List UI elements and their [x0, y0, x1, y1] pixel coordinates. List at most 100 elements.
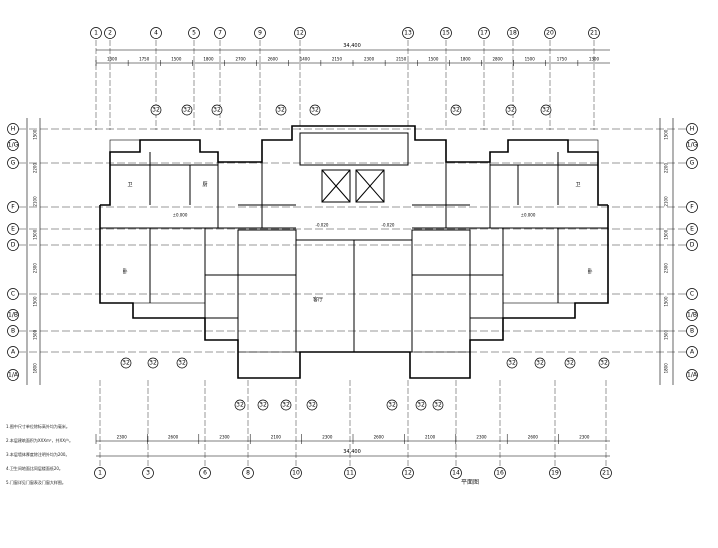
general-notes: 1.图中尺寸单位除标高外均为毫米。 2.本层建筑面积为XXXm²，共XX户。 3… — [6, 420, 126, 490]
interior-walls — [100, 152, 608, 341]
axis-bubble-bottom-circle — [402, 467, 414, 479]
bottom-dim-label: 2300 — [322, 435, 333, 440]
axis-bubble-top-text: 1 — [94, 30, 98, 37]
section-mark: 32 — [306, 399, 318, 411]
axis-bubble-right-text: A — [690, 349, 695, 356]
axis-bubble-bottom-text: 19 — [551, 470, 559, 477]
axis-bubble-right: B — [686, 325, 698, 337]
axis-bubble-right-text: C — [690, 291, 694, 298]
axis-bubble-top-circle — [188, 27, 200, 39]
section-mark: 32 — [450, 104, 462, 116]
section-mark-circle — [415, 399, 427, 411]
stair-core — [295, 132, 413, 353]
axis-bubble-right-text: F — [690, 204, 694, 211]
axis-bubble-top: 18 — [507, 27, 519, 39]
note-line: 4.卫生间地面比同层楼面低20。 — [6, 466, 63, 471]
axis-bubble-half-right-circle — [686, 309, 698, 321]
section-mark-circle — [564, 357, 576, 369]
axis-bubble-top-circle — [150, 27, 162, 39]
axis-bubble-bottom-text: 1 — [98, 470, 102, 477]
top-dim-label: 2300 — [364, 57, 375, 62]
axis-bubble-right-circle — [686, 346, 698, 358]
section-mark-text: 32 — [213, 107, 221, 114]
right-dim-label: 2100 — [664, 196, 669, 207]
note-line: 5.门窗详见门窗表及门窗大样图。 — [6, 480, 66, 485]
axis-bubble-half-left: 1/B — [7, 309, 19, 321]
axis-bubble-left-circle — [7, 157, 19, 169]
axis-bubble-half-right: 1/A — [686, 369, 698, 381]
axis-bubble-top-circle — [214, 27, 226, 39]
section-mark: 32 — [540, 104, 552, 116]
section-mark: 32 — [181, 104, 193, 116]
axis-bubble-bottom-circle — [450, 467, 462, 479]
elevation-label: ±0.000 — [521, 213, 536, 218]
section-mark: 32 — [564, 357, 576, 369]
section-mark-circle — [280, 399, 292, 411]
axis-bubble-left: B — [7, 325, 19, 337]
section-mark-circle — [505, 104, 517, 116]
overall-width-bottom: 34,400 — [343, 449, 361, 455]
section-mark-text: 32 — [452, 107, 460, 114]
left-dim-label: 1500 — [33, 296, 38, 307]
room-label: 客厅 — [313, 296, 323, 303]
axis-bubble-bottom: 16 — [494, 467, 506, 479]
axis-bubble-top-circle — [544, 27, 556, 39]
axis-bubble-bottom-text: 21 — [602, 470, 610, 477]
section-mark-text: 32 — [308, 402, 316, 409]
axis-bubble-bottom-text: 14 — [452, 470, 460, 477]
elevation-label: -0.020 — [382, 223, 395, 228]
axis-bubble-bottom: 1 — [94, 467, 106, 479]
axis-bubble-left: C — [7, 288, 19, 300]
axis-bubble-top: 4 — [150, 27, 162, 39]
axis-bubble-top: 5 — [188, 27, 200, 39]
axis-bubble-left-text: G — [11, 160, 16, 167]
axis-bubble-half-left-text: 1/A — [8, 372, 19, 379]
axis-bubble-top-circle — [478, 27, 490, 39]
axis-bubble-left-text: H — [11, 126, 16, 133]
section-mark-text: 32 — [542, 107, 550, 114]
bottom-dim-label: 2100 — [425, 435, 436, 440]
axis-bubble-left-circle — [7, 239, 19, 251]
axis-bubble-right-circle — [686, 157, 698, 169]
axis-bubble-top: 1 — [90, 27, 102, 39]
section-mark-text: 32 — [566, 360, 574, 367]
axis-bubble-top: 17 — [478, 27, 490, 39]
axis-bubble-top: 12 — [294, 27, 306, 39]
top-dim-label: 1500 — [428, 57, 439, 62]
bottom-dim-label: 2600 — [528, 435, 539, 440]
axis-bubble-left-circle — [7, 346, 19, 358]
section-mark-text: 32 — [277, 107, 285, 114]
section-mark-circle — [309, 104, 321, 116]
axis-bubble-top-text: 2 — [108, 30, 112, 37]
section-mark-text: 32 — [122, 360, 130, 367]
axis-bubble-half-right: 1/G — [686, 139, 698, 151]
section-mark-circle — [150, 104, 162, 116]
axis-bubble-bottom-circle — [600, 467, 612, 479]
right-dim-label: 1800 — [664, 363, 669, 374]
section-mark-text: 32 — [434, 402, 442, 409]
axis-bubble-left-circle — [7, 123, 19, 135]
axis-bubble-left-text: A — [11, 349, 16, 356]
axis-bubble-left: H — [7, 123, 19, 135]
bottom-dim-label: 2300 — [476, 435, 487, 440]
bottom-dim-label: 2100 — [271, 435, 282, 440]
top-dim-label: 2150 — [332, 57, 343, 62]
axis-bubble-right: F — [686, 201, 698, 213]
section-mark: 32 — [386, 399, 398, 411]
axis-bubble-bottom-circle — [199, 467, 211, 479]
axis-bubble-top: 21 — [588, 27, 600, 39]
section-mark-circle — [598, 357, 610, 369]
section-mark: 32 — [415, 399, 427, 411]
right-dim-label: 2300 — [664, 263, 669, 274]
axis-bubble-top-text: 12 — [296, 30, 304, 37]
section-mark-text: 32 — [388, 402, 396, 409]
axis-bubble-right: A — [686, 346, 698, 358]
axis-bubble-right-text: G — [690, 160, 695, 167]
left-dim-label: 1500 — [33, 229, 38, 240]
section-mark: 32 — [176, 357, 188, 369]
top-dim-label: 1750 — [139, 57, 150, 62]
section-mark-circle — [181, 104, 193, 116]
axis-bubble-top: 9 — [254, 27, 266, 39]
axis-bubble-half-left-circle — [7, 139, 19, 151]
